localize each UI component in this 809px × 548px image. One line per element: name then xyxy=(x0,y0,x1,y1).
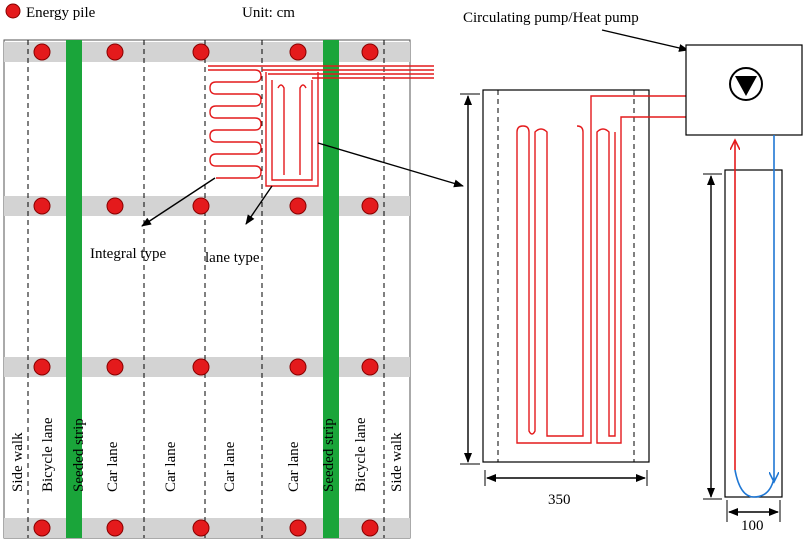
pump-box xyxy=(685,44,803,136)
integral-type-pointer xyxy=(141,177,216,227)
energy-pile xyxy=(289,43,307,61)
seeded-strip xyxy=(323,40,339,538)
heat-pump: Circulating pump/Heat pump xyxy=(463,10,803,136)
energy-pile-legend-marker xyxy=(5,3,21,19)
energy-pile xyxy=(361,519,379,537)
energy-pile xyxy=(106,43,124,61)
slab-detail: 350 xyxy=(460,89,686,508)
lane-type-pipe xyxy=(265,72,319,187)
energy-pile xyxy=(192,358,210,376)
lane-label: Bicycle lane xyxy=(353,417,369,492)
lane-label: Seeded strip xyxy=(71,418,87,492)
energy-pile xyxy=(361,358,379,376)
energy-pile xyxy=(106,197,124,215)
slab-outline xyxy=(482,89,650,463)
energy-pile xyxy=(106,358,124,376)
integral-type-label: Integral type xyxy=(90,246,167,262)
pump-label: Circulating pump/Heat pump xyxy=(463,10,639,26)
pump-pointer xyxy=(601,29,689,52)
energy-pile xyxy=(361,43,379,61)
energy-pile xyxy=(106,519,124,537)
energy-pile xyxy=(192,519,210,537)
legend: Energy pile xyxy=(5,3,96,21)
energy-pile xyxy=(33,519,51,537)
pile-section: 100 xyxy=(703,135,783,534)
lane-label: Side walk xyxy=(389,432,405,492)
energy-pile xyxy=(33,43,51,61)
energy-pile xyxy=(289,519,307,537)
seeded-strip xyxy=(66,40,82,538)
lane-label: Bicycle lane xyxy=(40,417,56,492)
energy-pile xyxy=(289,358,307,376)
lane-label: Car lane xyxy=(163,441,179,492)
lane-labels: Side walk Bicycle lane Seeded strip Car lan… xyxy=(10,417,405,492)
pile-width-label: 100 xyxy=(741,518,764,534)
energy-pile xyxy=(192,43,210,61)
unit-label: Unit: cm xyxy=(242,5,295,21)
legend-label: Energy pile xyxy=(26,5,96,21)
integral-type-pipe xyxy=(208,69,262,179)
road-outline xyxy=(3,39,411,539)
energy-pile xyxy=(361,197,379,215)
slab-width-label: 350 xyxy=(548,492,571,508)
lane-label: Car lane xyxy=(222,441,238,492)
energy-piles xyxy=(33,43,379,537)
lane-label: Side walk xyxy=(10,432,26,492)
energy-pile xyxy=(33,358,51,376)
supply-lines xyxy=(208,65,434,79)
road-plan: Side walk Bicycle lane Seeded strip Car lan… xyxy=(3,39,464,539)
energy-pile xyxy=(289,197,307,215)
lane-type-pointer xyxy=(245,185,273,225)
lane-type-label: lane type xyxy=(205,250,260,266)
lane-label: Car lane xyxy=(286,441,302,492)
detail-pointer xyxy=(317,142,464,188)
lane-label: Car lane xyxy=(105,441,121,492)
energy-pile xyxy=(192,197,210,215)
lane-label: Seeded strip xyxy=(321,418,337,492)
energy-pile xyxy=(33,197,51,215)
slab-pipe-loop xyxy=(516,95,686,444)
